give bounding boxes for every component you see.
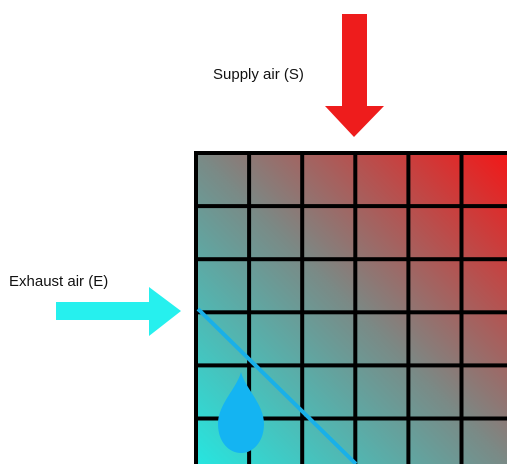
grid-line-horizontal xyxy=(194,363,507,368)
condensation-line xyxy=(196,307,358,466)
grid-line-vertical xyxy=(406,153,411,464)
supply-air-label: Supply air (S) xyxy=(213,66,304,83)
grid-line-horizontal xyxy=(194,416,507,421)
grid-line-vertical xyxy=(194,153,198,464)
exhaust-air-label: Exhaust air (E) xyxy=(9,273,109,290)
supply-air-arrow xyxy=(325,14,384,137)
grid-line-horizontal xyxy=(194,310,507,315)
grid-line-horizontal xyxy=(194,257,507,262)
grid-line-vertical xyxy=(353,153,358,464)
exhaust-air-arrow xyxy=(56,287,181,336)
grid-line-vertical xyxy=(247,153,252,464)
grid-line-horizontal xyxy=(194,204,507,209)
exchanger-grid xyxy=(194,151,507,464)
grid-line-vertical xyxy=(459,153,464,464)
grid-line-horizontal xyxy=(194,151,507,155)
water-drop-icon xyxy=(218,372,264,453)
grid-line-vertical xyxy=(300,153,305,464)
